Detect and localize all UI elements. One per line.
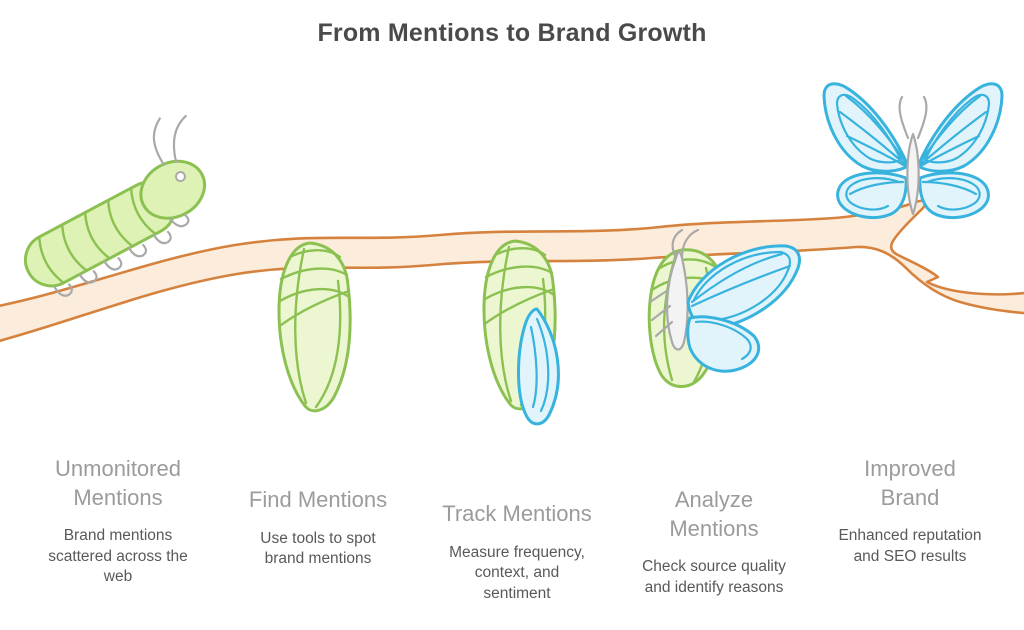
stage-description: Brand mentions scattered across the web xyxy=(48,527,188,586)
stage-description: Measure frequency, context, and sentimen… xyxy=(449,543,585,602)
stage-description: Check source quality and identify reason… xyxy=(642,558,786,596)
stage-label: Unmonitored Mentions xyxy=(55,456,181,510)
stage-description: Use tools to spot brand mentions xyxy=(260,529,376,568)
stage-unmonitored-mentions: Unmonitored Mentions Brand mentions scat… xyxy=(8,455,228,588)
stage-improved-brand: Improved Brand Enhanced reputation and S… xyxy=(800,455,1020,567)
butterfly-emerging-icon xyxy=(647,228,801,388)
stage-label: Analyze Mentions xyxy=(669,487,759,541)
caterpillar-antennae xyxy=(152,114,187,167)
chrysalis-wing-emerging-icon xyxy=(482,239,560,426)
butterfly-antennae xyxy=(898,95,928,140)
butterfly-hindwing xyxy=(836,171,908,220)
emerging-hindwing xyxy=(686,315,761,373)
emerging-legs xyxy=(648,288,674,338)
caterpillar-legs xyxy=(53,213,190,297)
butterfly-icon xyxy=(822,82,1004,220)
stage-label: Improved Brand xyxy=(864,456,956,510)
chrysalis-icon xyxy=(277,241,352,413)
emerging-wing xyxy=(517,307,560,426)
caterpillar-icon xyxy=(23,114,207,297)
butterfly-body xyxy=(906,132,920,216)
stage-find-mentions: Find Mentions Use tools to spot brand me… xyxy=(208,486,428,570)
branch-illustration xyxy=(0,199,1024,343)
stage-description: Enhanced reputation and SEO results xyxy=(838,527,982,565)
caterpillar-eye xyxy=(174,171,186,183)
stage-label: Track Mentions xyxy=(442,501,592,526)
page-title: From Mentions to Brand Growth xyxy=(317,19,707,47)
stage-label: Find Mentions xyxy=(248,487,388,512)
butterfly-forewing xyxy=(822,82,910,173)
emerging-antennae xyxy=(671,228,700,260)
stage-analyze-mentions: Analyze Mentions Check source quality an… xyxy=(604,486,824,598)
stage-track-mentions: Track Mentions Measure frequency, contex… xyxy=(407,500,627,604)
emerging-body xyxy=(665,250,689,351)
